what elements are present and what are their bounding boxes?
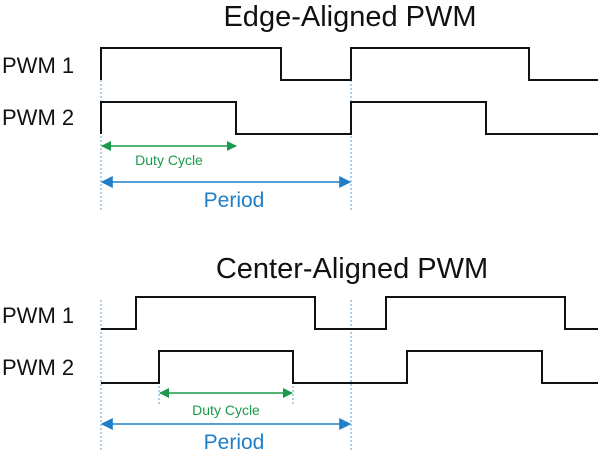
edge-duty-cycle-label: Duty Cycle	[135, 152, 203, 168]
center-pwm2-label: PWM 2	[2, 355, 74, 380]
center-period-label: Period	[204, 431, 265, 454]
center-aligned-section: Center-Aligned PWM PWM 1 PWM 2 Duty Cycl…	[2, 253, 598, 454]
center-pwm2-waveform	[101, 350, 598, 384]
edge-pwm1-label: PWM 1	[2, 53, 74, 78]
edge-pwm2-label: PWM 2	[2, 105, 74, 130]
edge-aligned-section: Edge-Aligned PWM PWM 1 PWM 2 Duty Cycle …	[2, 1, 598, 212]
edge-pwm1-waveform	[100, 47, 598, 81]
center-duty-cycle-label: Duty Cycle	[192, 402, 260, 418]
edge-period-label: Period	[204, 189, 265, 212]
center-pwm1-waveform	[101, 296, 598, 330]
center-pwm1-label: PWM 1	[2, 303, 74, 328]
edge-pwm2-waveform	[100, 101, 598, 135]
edge-aligned-title: Edge-Aligned PWM	[223, 1, 476, 33]
center-aligned-title: Center-Aligned PWM	[216, 253, 488, 285]
